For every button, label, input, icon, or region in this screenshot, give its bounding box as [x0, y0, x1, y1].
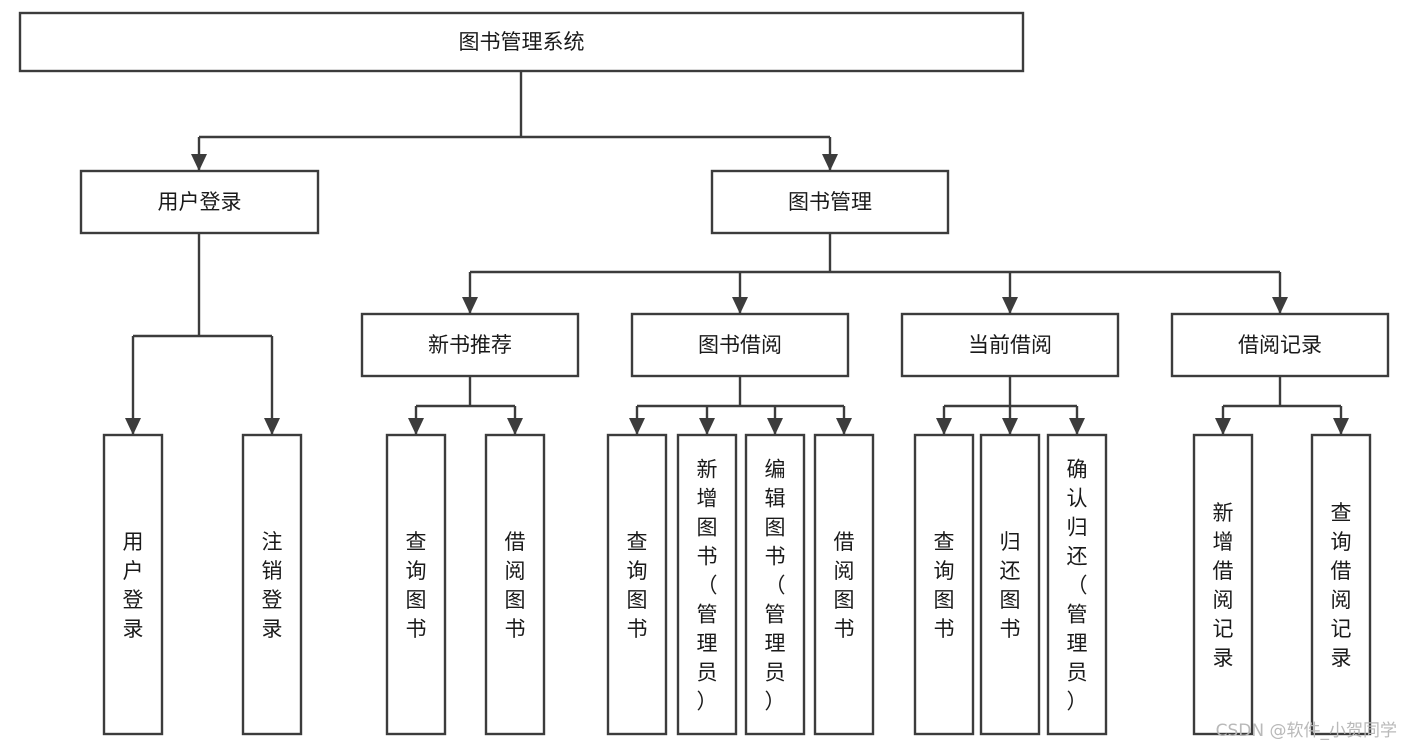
edge-group-borrowrecord-to-leaves — [1215, 376, 1349, 435]
arrow-head-icon — [732, 297, 748, 314]
node-box[interactable] — [484, 433, 546, 736]
arrow-head-icon — [1272, 297, 1288, 314]
node-label: 借阅记录 — [1238, 333, 1322, 357]
node-leaf-user-login[interactable]: 用户登录 — [102, 433, 164, 736]
node-box[interactable] — [241, 433, 303, 736]
node-box[interactable] — [710, 169, 950, 235]
node-box[interactable] — [979, 433, 1041, 736]
edge-group-currentborrow-to-leaves — [936, 376, 1085, 435]
node-box[interactable] — [1310, 433, 1372, 736]
node-leaf-record-query[interactable]: 查询借阅记录 — [1310, 433, 1372, 736]
node-leaf-rec-borrow-book[interactable]: 借阅图书 — [484, 433, 546, 736]
arrow-head-icon — [1333, 418, 1349, 435]
node-label: 查询图书 — [627, 530, 648, 641]
edge-group-newbookrec-to-leaves — [408, 376, 523, 435]
arrow-head-icon — [629, 418, 645, 435]
node-box[interactable] — [606, 433, 668, 736]
node-book-borrow[interactable]: 图书借阅 — [630, 312, 850, 378]
node-label: 归还图书 — [1000, 530, 1021, 641]
node-box[interactable] — [813, 433, 875, 736]
node-leaf-current-return-book[interactable]: 归还图书 — [979, 433, 1041, 736]
node-leaf-borrow-add-book[interactable]: 新增图书（管理员） — [676, 433, 738, 736]
node-label: 借阅图书 — [505, 530, 526, 641]
node-leaf-rec-query-book[interactable]: 查询图书 — [385, 433, 447, 736]
arrow-head-icon — [125, 418, 141, 435]
edge-group-root-to-level1 — [191, 71, 838, 171]
node-user-login[interactable]: 用户登录 — [79, 169, 320, 235]
node-label: 确认归还（管理员） — [1067, 458, 1088, 714]
arrow-head-icon — [408, 418, 424, 435]
node-box[interactable] — [1170, 312, 1390, 378]
node-leaf-record-add[interactable]: 新增借阅记录 — [1192, 433, 1254, 736]
node-box[interactable] — [900, 312, 1120, 378]
node-box[interactable] — [744, 433, 806, 736]
arrow-head-icon — [462, 297, 478, 314]
node-box[interactable] — [1046, 433, 1108, 736]
node-box[interactable] — [913, 433, 975, 736]
node-label: 新增图书（管理员） — [697, 458, 718, 714]
node-label: 新书推荐 — [428, 333, 512, 357]
node-label: 图书借阅 — [698, 333, 782, 357]
node-label: 借阅图书 — [834, 530, 855, 641]
node-current-borrow[interactable]: 当前借阅 — [900, 312, 1120, 378]
arrow-head-icon — [836, 418, 852, 435]
node-leaf-current-confirm-return[interactable]: 确认归还（管理员） — [1046, 433, 1108, 736]
arrow-head-icon — [191, 154, 207, 171]
node-leaf-current-query-book[interactable]: 查询图书 — [913, 433, 975, 736]
node-box[interactable] — [676, 433, 738, 736]
nodes-layer: 图书管理系统用户登录图书管理新书推荐图书借阅当前借阅借阅记录用户登录注销登录查询… — [18, 11, 1390, 736]
node-label: 当前借阅 — [968, 333, 1052, 357]
arrow-head-icon — [699, 418, 715, 435]
arrow-head-icon — [1215, 418, 1231, 435]
arrow-head-icon — [1002, 297, 1018, 314]
arrow-head-icon — [1069, 418, 1085, 435]
arrow-head-icon — [822, 154, 838, 171]
node-label: 图书管理 — [788, 190, 872, 214]
node-label: 图书管理系统 — [459, 30, 585, 54]
arrow-head-icon — [264, 418, 280, 435]
node-box[interactable] — [18, 11, 1025, 73]
node-borrow-record[interactable]: 借阅记录 — [1170, 312, 1390, 378]
node-box[interactable] — [79, 169, 320, 235]
node-root[interactable]: 图书管理系统 — [18, 11, 1025, 73]
node-label: 查询图书 — [934, 530, 955, 641]
node-new-book-rec[interactable]: 新书推荐 — [360, 312, 580, 378]
arrow-head-icon — [936, 418, 952, 435]
edge-group-bookborrow-to-leaves — [629, 376, 852, 435]
node-label: 新增借阅记录 — [1213, 501, 1234, 670]
edges-layer — [125, 71, 1349, 435]
node-box[interactable] — [360, 312, 580, 378]
node-leaf-borrow-query-book[interactable]: 查询图书 — [606, 433, 668, 736]
edge-group-bookmanage-to-level2 — [462, 233, 1288, 314]
node-label: 用户登录 — [158, 190, 242, 214]
arrow-head-icon — [767, 418, 783, 435]
arrow-head-icon — [1002, 418, 1018, 435]
node-leaf-borrow-edit-book[interactable]: 编辑图书（管理员） — [744, 433, 806, 736]
node-label: 注销登录 — [262, 530, 283, 641]
node-leaf-user-logout[interactable]: 注销登录 — [241, 433, 303, 736]
node-leaf-borrow-lend-book[interactable]: 借阅图书 — [813, 433, 875, 736]
node-label: 查询图书 — [406, 530, 427, 641]
node-book-manage[interactable]: 图书管理 — [710, 169, 950, 235]
node-label: 查询借阅记录 — [1331, 501, 1352, 670]
node-label: 用户登录 — [123, 530, 144, 641]
node-box[interactable] — [630, 312, 850, 378]
node-box[interactable] — [1192, 433, 1254, 736]
node-box[interactable] — [385, 433, 447, 736]
node-label: 编辑图书（管理员） — [765, 458, 786, 714]
edge-group-userlogin-to-leaves — [125, 233, 280, 435]
node-box[interactable] — [102, 433, 164, 736]
arrow-head-icon — [507, 418, 523, 435]
